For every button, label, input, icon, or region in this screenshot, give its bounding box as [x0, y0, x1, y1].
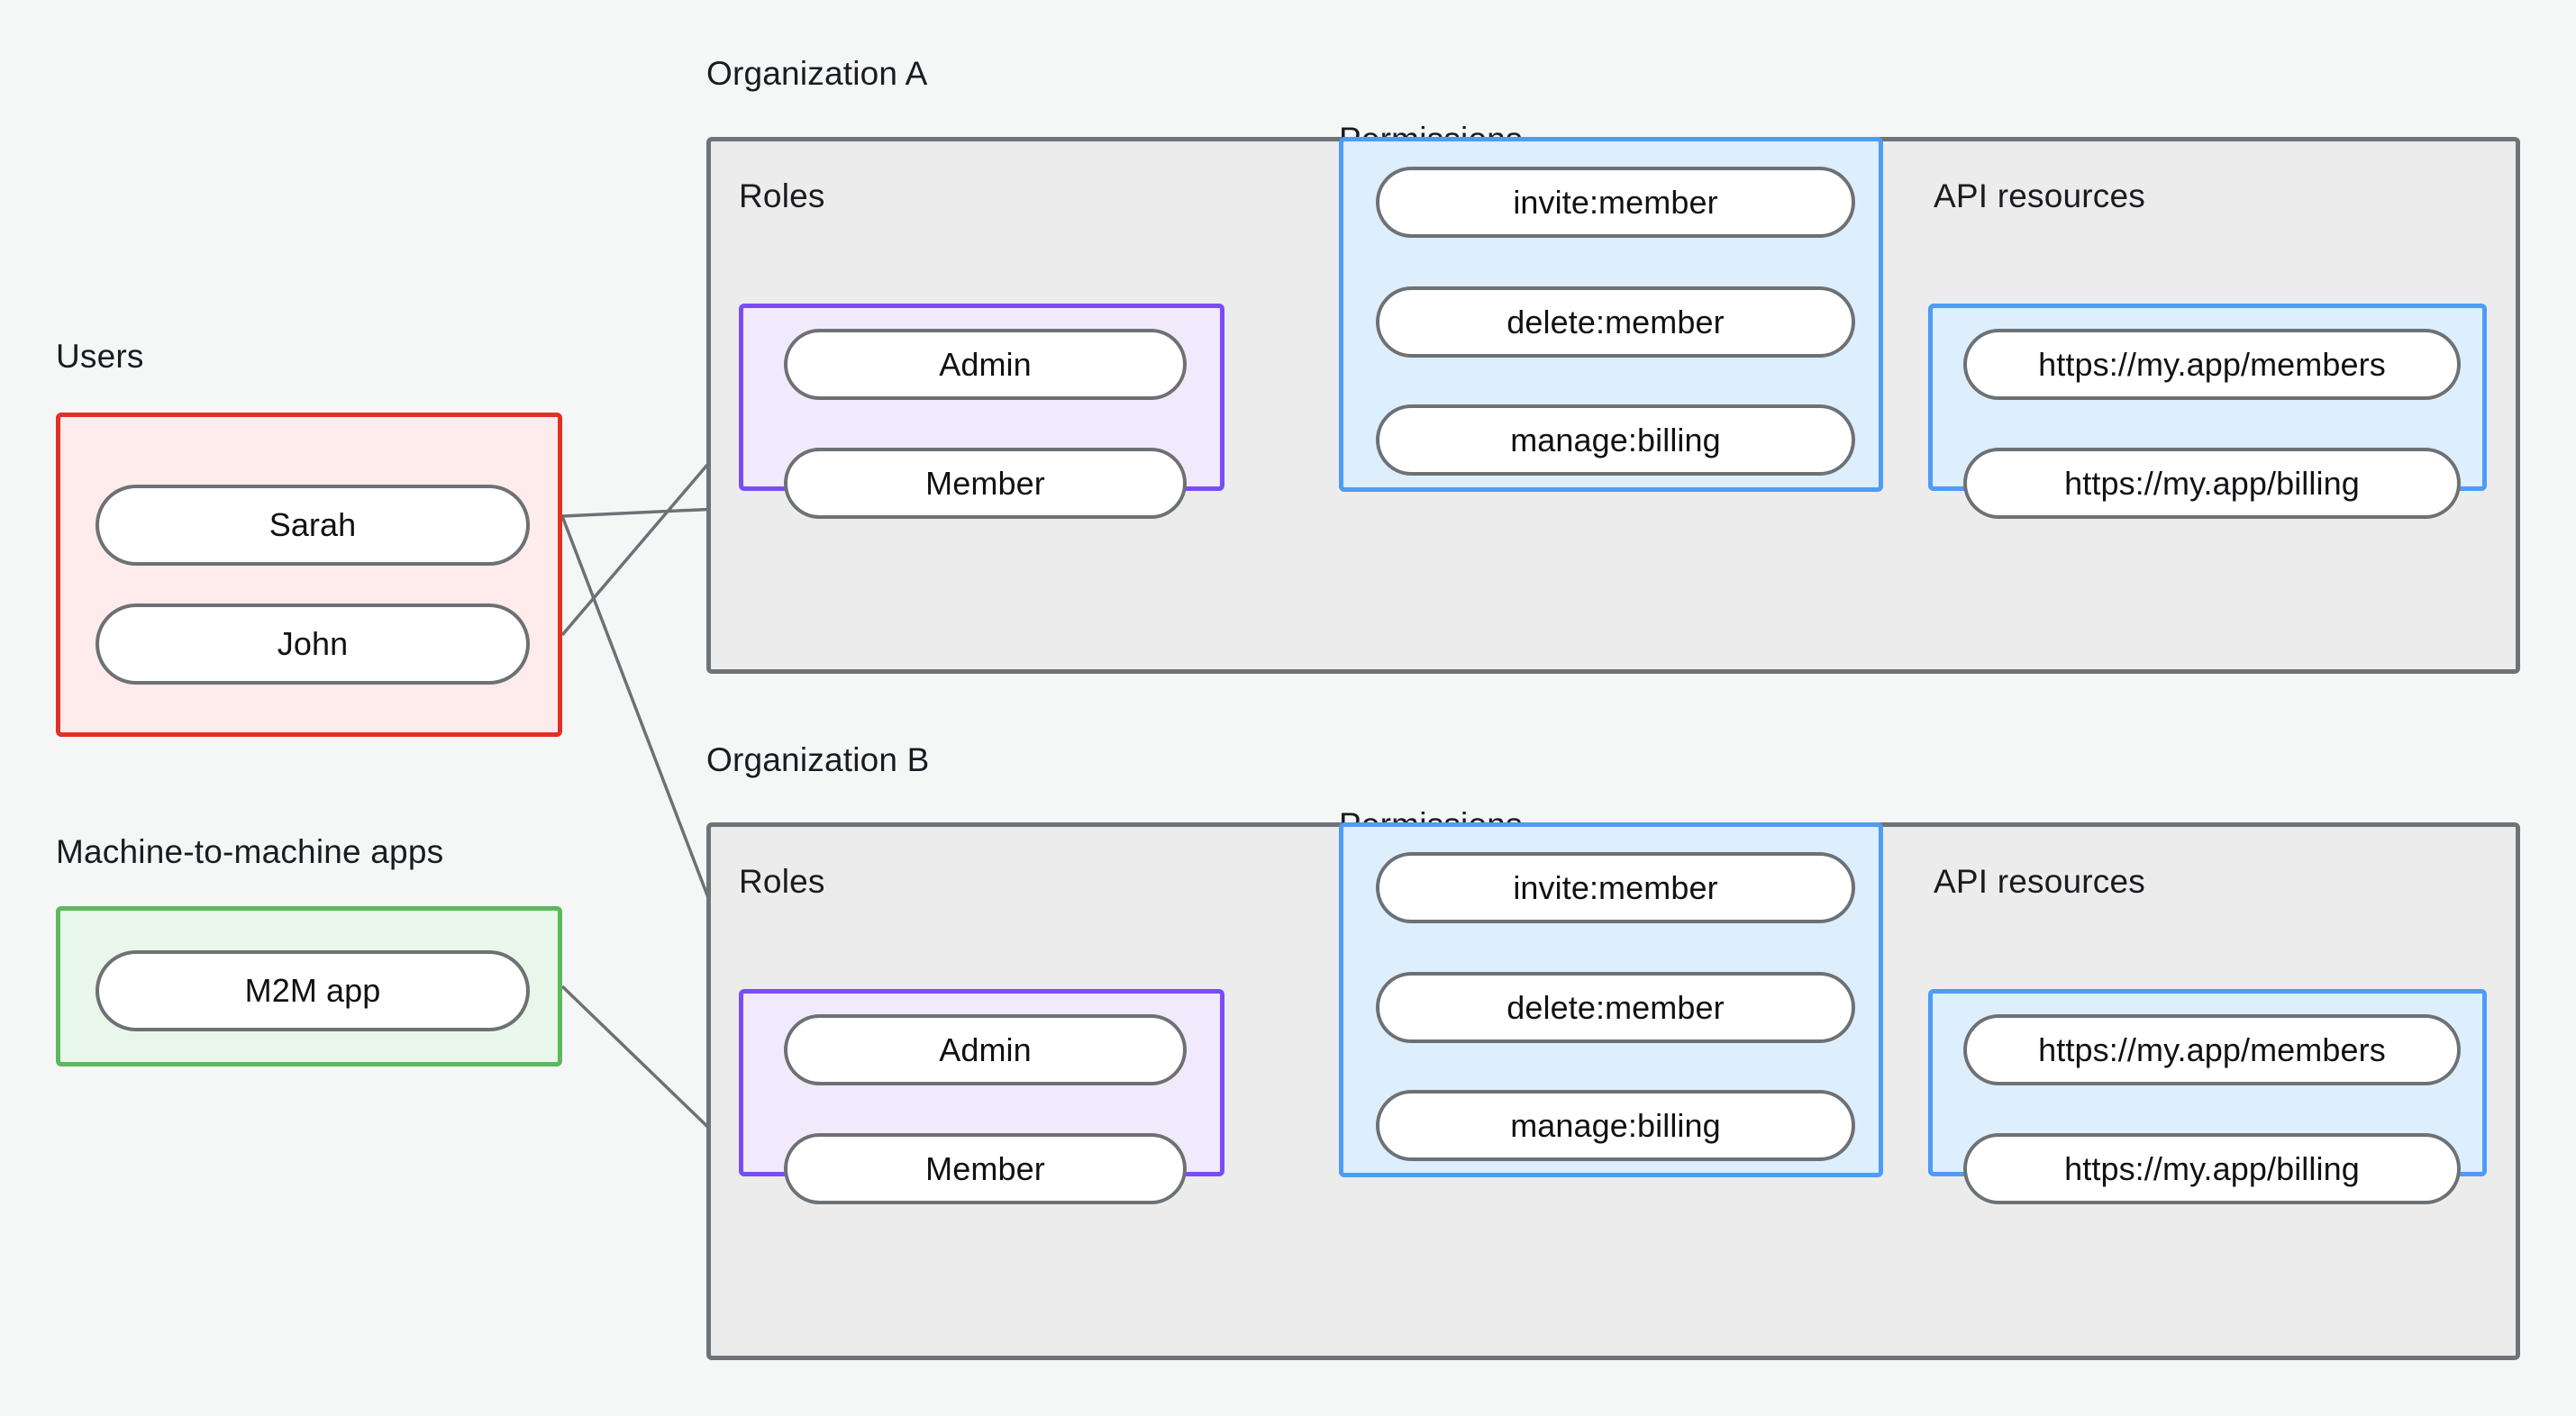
org-a-roles-label: Roles: [739, 177, 825, 214]
org-b-roles-label: Roles: [739, 863, 825, 900]
org-b-box: Roles Permissions API resources Admin Me…: [706, 808, 2520, 1360]
org-b-api-resources-box: https://my.app/members https://my.app/bi…: [1928, 989, 2487, 1204]
users-group-label: Users: [56, 338, 144, 375]
org-b-role-member[interactable]: Member: [784, 1133, 1187, 1204]
org-a-box: Roles Permissions API resources Admin Me…: [706, 123, 2520, 674]
m2m-node-app[interactable]: M2M app: [96, 950, 530, 1031]
org-a-api-resources-label: API resources: [1934, 177, 2145, 214]
org-a-api-resource-billing[interactable]: https://my.app/billing: [1963, 448, 2461, 519]
org-b-permission-invite-member[interactable]: invite:member: [1376, 852, 1855, 923]
org-b-api-resource-members[interactable]: https://my.app/members: [1963, 1014, 2461, 1085]
m2m-box: M2M app: [56, 906, 562, 1067]
user-node-john[interactable]: John: [96, 604, 530, 685]
org-a-permission-manage-billing[interactable]: manage:billing: [1376, 404, 1855, 476]
org-b-permission-manage-billing[interactable]: manage:billing: [1376, 1090, 1855, 1161]
org-b-title: Organization B: [706, 741, 930, 778]
org-b-api-resource-billing[interactable]: https://my.app/billing: [1963, 1133, 2461, 1204]
org-a-permission-delete-member[interactable]: delete:member: [1376, 286, 1855, 358]
org-a-api-resources-box: https://my.app/members https://my.app/bi…: [1928, 304, 2487, 519]
org-a-role-member[interactable]: Member: [784, 448, 1187, 519]
org-b-role-admin[interactable]: Admin: [784, 1014, 1187, 1085]
org-b-permission-delete-member[interactable]: delete:member: [1376, 972, 1855, 1043]
org-a-role-admin[interactable]: Admin: [784, 329, 1187, 400]
org-a-roles-box: Admin Member: [739, 304, 1224, 519]
org-a-title: Organization A: [706, 55, 928, 92]
m2m-group-label: Machine-to-machine apps: [56, 833, 444, 870]
org-a-api-resource-members[interactable]: https://my.app/members: [1963, 329, 2461, 400]
users-box: Sarah John: [56, 413, 562, 737]
org-b-api-resources-label: API resources: [1934, 863, 2145, 900]
org-a-permissions-box: invite:member delete:member manage:billi…: [1339, 137, 1883, 492]
org-a-permission-invite-member[interactable]: invite:member: [1376, 167, 1855, 238]
org-b-roles-box: Admin Member: [739, 989, 1224, 1204]
user-node-sarah[interactable]: Sarah: [96, 485, 530, 566]
org-b-permissions-box: invite:member delete:member manage:billi…: [1339, 822, 1883, 1177]
